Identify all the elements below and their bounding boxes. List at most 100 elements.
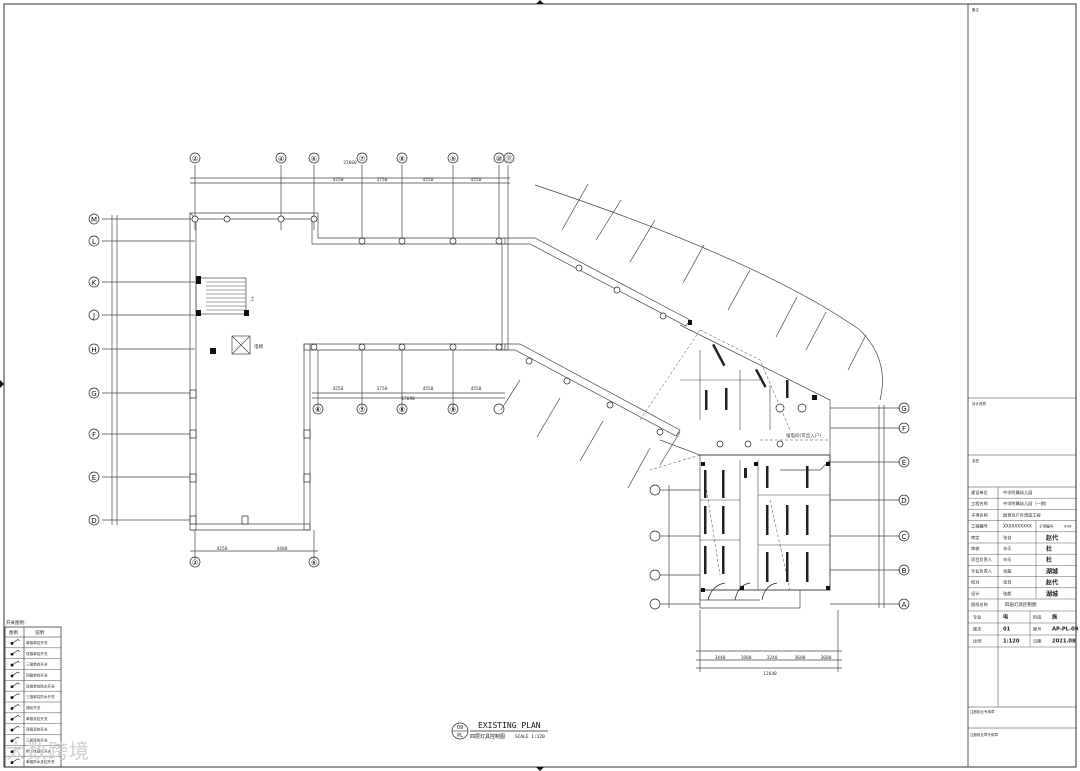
tb-info-value-2: 施 — [1052, 613, 1058, 621]
switch-legend: 开关图例： 图例 说明 单极单控开关双极单控开关三极单控开关四极单控开关双极单控… — [4, 619, 62, 768]
sheet-border — [3, 3, 1077, 768]
right-grid-lines — [660, 405, 900, 608]
grid-label-left: H — [91, 346, 96, 354]
tb-info-row: 专业电阶段施 — [973, 611, 1058, 623]
center-mark-top — [536, 0, 544, 4]
grid-label-right: A — [902, 601, 907, 609]
grid-label-right: E — [902, 459, 906, 467]
tb-info-value: 1:120 — [1003, 639, 1020, 645]
tb-row-signature: 杜 — [1046, 556, 1052, 564]
tb-row: 工程名称中学附属幼儿园（一期） — [971, 500, 1049, 507]
grid-label-mid: ⑨ — [450, 406, 456, 414]
tb-seal-note: 会签 — [972, 458, 980, 463]
diagonal-grid-lower — [500, 379, 681, 489]
switch-symbol-icon — [10, 747, 20, 754]
switch-symbol-icon — [10, 650, 20, 656]
switch-symbol-icon — [10, 758, 20, 764]
dim-mid-segment: 3750 — [377, 386, 388, 392]
light-fixtures — [704, 343, 809, 582]
grid-label-right: G — [901, 405, 906, 413]
tb-row: 审定张自赵代 — [971, 531, 1058, 543]
legend-item-label: 双极单控防水开关 — [26, 683, 55, 688]
tb-row-label: 校对 — [971, 579, 979, 586]
structural-blocks — [196, 276, 830, 592]
center-mark-bottom — [536, 767, 544, 771]
grid-label-bottom: ② — [192, 559, 198, 567]
columns — [189, 215, 807, 525]
dim-mid-segment: 4550 — [423, 386, 434, 392]
tb-row-signature: 湖城 — [1046, 590, 1058, 598]
tb-info-label-2: 阶段 — [1033, 614, 1042, 621]
dim-top-segment: 4550 — [471, 177, 482, 183]
tb-row-value: 张超 — [1003, 590, 1012, 597]
tb-info-label: 版次 — [973, 626, 982, 633]
dim-top-total: 27660 — [343, 160, 357, 166]
tb-row-label: 建设单位 — [971, 489, 988, 496]
grid-label-right: F — [902, 425, 906, 433]
switch-symbol-icon — [10, 715, 20, 721]
tb-row-signature: 赵代 — [1045, 534, 1058, 542]
legend-title: 开关图例： — [6, 619, 29, 626]
center-mark-left — [0, 380, 4, 388]
tb-row: 审核辛乐杜 — [971, 543, 1052, 555]
dim-bottom-right-segment: 1800 — [741, 655, 752, 661]
grid-label-left: F — [92, 431, 96, 439]
legend-item-label: 三极单控防水开关 — [26, 694, 55, 699]
grid-label-right: B — [902, 567, 907, 575]
grid-label-left: J — [92, 312, 95, 320]
grid-label-mid: ⑧ — [399, 406, 405, 414]
switch-symbol-icon — [10, 704, 20, 710]
plan-badge-bottom: PL — [457, 733, 463, 739]
tb-row: 校对张自赵代 — [971, 576, 1058, 588]
dim-top-segment: 4250 — [333, 177, 344, 183]
top-grid-lines — [190, 165, 510, 245]
grid-label-top: ⑥ — [311, 155, 317, 163]
title-strip-border — [967, 3, 1077, 768]
elevator-label: 电梯 — [254, 343, 263, 350]
grid-bubbles-top — [189, 152, 515, 164]
dim-top-segment: 4550 — [423, 177, 434, 183]
grid-label-top: ② — [192, 155, 198, 163]
tb-row-signature: 杜 — [1046, 545, 1052, 553]
dim-mid-segment: 4550 — [471, 386, 482, 392]
left-grid-lines — [102, 215, 195, 525]
tb-row-label: 审核 — [971, 545, 980, 552]
switch-symbol-icon — [10, 736, 20, 743]
dim-bottom-right-segment: 3600 — [821, 655, 832, 661]
legend-item-label: 四极单控开关 — [26, 672, 48, 677]
grid-label-left: E — [92, 474, 96, 482]
switch-symbol-icon — [10, 660, 20, 667]
dim-top-segment: 3750 — [377, 177, 388, 183]
stair-label: 上 — [250, 295, 255, 302]
grid-label-top: ⑪ — [506, 155, 513, 163]
dim-mid-segment: 4250 — [333, 386, 344, 392]
watermark: 大数跨境 — [6, 739, 90, 763]
dim-mid-total: 17690 — [401, 396, 415, 402]
grid-label-top: ④ — [278, 155, 284, 163]
dim-bottom-segment: 4250 — [217, 546, 228, 552]
legend-item-label: 三极单控开关 — [26, 662, 48, 667]
legend-item-label: 双极双控开关 — [26, 727, 48, 732]
tb-foot-1: 注册执业专用章 — [970, 709, 995, 714]
plan-badge-top: 09 — [457, 725, 463, 731]
legend-head-icon: 图例 — [9, 629, 18, 636]
tb-row-value: 中学附属幼儿园 — [1003, 489, 1032, 496]
switch-symbol-icon — [10, 671, 20, 678]
legend-item-label: 单极防水多控开关 — [26, 759, 55, 764]
grid-label-left: K — [92, 279, 97, 287]
legend-item-label: 带人体感应开关 — [26, 748, 52, 753]
grid-label-top: ⑧ — [399, 155, 405, 163]
legend-item-label: 单极双控开关 — [26, 716, 48, 721]
tb-info-label: 比例 — [973, 638, 981, 645]
grid-label-right: C — [902, 533, 907, 541]
switch-symbol-icon — [10, 693, 20, 699]
tb-row-label: 工程名称 — [971, 500, 988, 507]
grid-label-mid: ⑦ — [359, 406, 365, 414]
dim-bottom-right-segment: 3240 — [767, 655, 778, 661]
switch-symbol-icon — [10, 639, 20, 645]
grid-label-right: D — [901, 497, 906, 505]
legend-head-desc: 说明 — [35, 629, 44, 636]
